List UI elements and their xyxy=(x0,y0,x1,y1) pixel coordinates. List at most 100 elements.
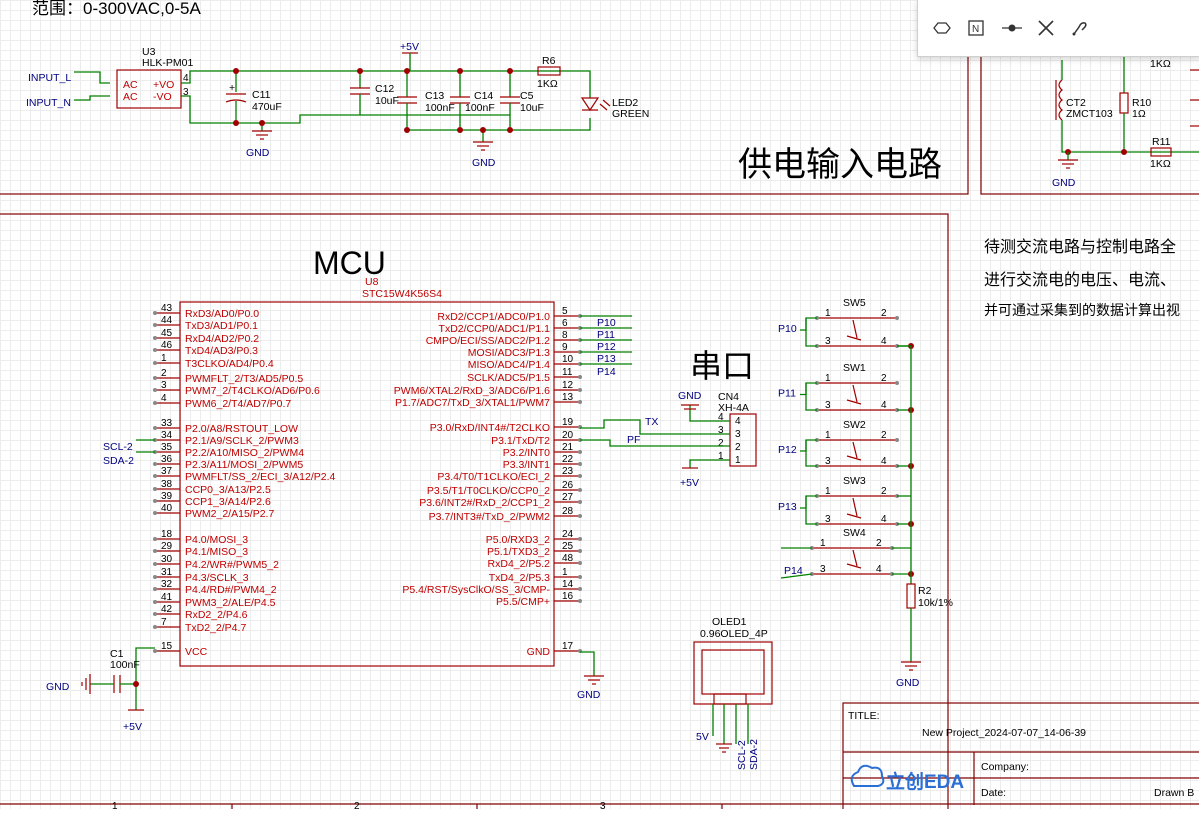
serial-connector-cn4[interactable]: CN4 XH-4A 4 3 2 1 4 3 2 1 GND +5V TX PF xyxy=(580,390,757,489)
pulldown-r2[interactable]: R2 10k/1% GND xyxy=(896,346,953,689)
gnd-label: GND xyxy=(577,689,601,701)
pin-number: 6 xyxy=(562,318,568,329)
pin-name: P3.2/INT0 xyxy=(503,447,550,459)
pin-number: 2 xyxy=(881,308,887,319)
title-block: TITLE: New Project_2024-07-07_14-06-39 C… xyxy=(848,710,1194,799)
pin-number: 12 xyxy=(562,380,574,391)
c11-value: 470uF xyxy=(252,101,282,113)
pin-name: T3CLKO/AD4/P0.4 xyxy=(185,358,274,370)
pin-name: P4.1/MISO_3 xyxy=(185,546,248,558)
wire-tool-icon[interactable] xyxy=(1068,16,1092,40)
svg-text:N: N xyxy=(972,24,979,35)
cn4-part: XH-4A xyxy=(718,402,749,414)
pin-name: P5.4/RST/SysClkO/SS_3/CMP- xyxy=(402,584,550,596)
pin-name: PWM3_2/ALE/P4.5 xyxy=(185,597,276,609)
c5-value: 10uF xyxy=(520,102,544,114)
cn4-pin-num: 3 xyxy=(718,425,724,436)
pin-name: PWM6/XTAL2/RxD_3/ADC6/P1.6 xyxy=(394,385,550,397)
wiring-toolbar: N xyxy=(917,0,1199,57)
pin-number: 2 xyxy=(881,430,887,441)
pin-number: 25 xyxy=(562,541,574,552)
pin-name: P3.4/T0/T1CLKO/ECI_2 xyxy=(437,471,550,483)
pin-number: 8 xyxy=(562,330,568,341)
led2-ref: LED2 xyxy=(612,97,638,109)
net-label: P11 xyxy=(597,329,615,341)
u3-symbol[interactable] xyxy=(116,69,182,109)
pin-number: 30 xyxy=(161,554,173,565)
power-section-title: 供电输入电路 xyxy=(738,146,942,184)
pin-name: TxD4_2/P5.3 xyxy=(489,572,550,584)
drawn-label: Drawn B xyxy=(1154,787,1194,799)
pin-name: RxD2/CCP1/ADC0/P1.0 xyxy=(437,311,550,323)
net-label: P14 xyxy=(597,366,616,378)
pin-number: 23 xyxy=(562,466,574,477)
u3-pin-vo-pos: +VO xyxy=(153,79,174,91)
cn4-ref: CN4 xyxy=(718,391,739,403)
ruler-label: 3 xyxy=(600,801,606,809)
net-sda: SDA-2 xyxy=(103,455,134,467)
serial-section-title: 串口 xyxy=(690,348,754,384)
gnd-label: GND xyxy=(678,390,702,402)
ruler-labels: 1 2 3 xyxy=(112,801,606,812)
c13-value: 100nF xyxy=(425,102,455,114)
ct2-ref: CT2 xyxy=(1066,97,1086,109)
oled-display[interactable]: OLED1 0.96OLED_4P 5V SCL-2 SDA-2 xyxy=(693,616,773,770)
cn4-pin: 1 xyxy=(735,455,741,466)
pin-number: 3 xyxy=(825,336,831,347)
pin-number: 4 xyxy=(881,456,887,467)
pin-number: 3 xyxy=(820,564,826,575)
pin-name: MISO/ADC4/P1.4 xyxy=(468,359,550,371)
pin-number: 45 xyxy=(161,328,173,339)
pin-name: CMPO/ECI/SS/ADC2/P1.2 xyxy=(426,335,550,347)
netlabel-icon[interactable]: N xyxy=(964,16,988,40)
pin-number: 1 xyxy=(161,353,167,364)
junction-icon[interactable] xyxy=(1000,16,1024,40)
r6-value: 1KΩ xyxy=(537,78,558,90)
pin-number: 1 xyxy=(825,486,831,497)
cn4-pin: 4 xyxy=(735,416,741,427)
pin-name: SCLK/ADC5/P1.5 xyxy=(467,372,550,384)
pin-name: RxD3/AD0/P0.0 xyxy=(185,308,259,320)
pin-number: 19 xyxy=(562,417,574,428)
pin-name: CCP0_3/A13/P2.5 xyxy=(185,484,271,496)
title-label: TITLE: xyxy=(848,710,880,722)
switch-ref: SW5 xyxy=(843,297,866,309)
power-input-circuit[interactable]: INPUT_L INPUT_N U3 HLK-PM01 AC AC +VO -V… xyxy=(26,41,649,169)
pin-number: 17 xyxy=(562,641,574,652)
pin-number: 2 xyxy=(881,486,887,497)
net-label: P13 xyxy=(778,501,797,513)
pin-number: 1 xyxy=(820,538,826,549)
pin-number: 26 xyxy=(562,480,574,491)
netport-icon[interactable] xyxy=(930,16,954,40)
pin-number: 31 xyxy=(161,567,173,578)
pin-number: 2 xyxy=(876,538,882,549)
no-connect-icon[interactable] xyxy=(1034,16,1058,40)
pin-number: 29 xyxy=(161,541,173,552)
pin-number: 48 xyxy=(562,553,574,564)
net-label: P11 xyxy=(778,388,796,400)
net-scl: SCL-2 xyxy=(736,740,748,770)
switch-ref: SW4 xyxy=(843,527,866,539)
pin-name: MOSI/ADC3/P1.3 xyxy=(468,347,550,359)
u8-symbol[interactable] xyxy=(179,301,555,667)
pin-name: P5.1/TXD3_2 xyxy=(487,546,550,558)
pin-number: 3 xyxy=(825,514,831,525)
pin-name: P3.7/INT3#/TxD_2/PWM2 xyxy=(429,511,551,523)
mcu-section-title: MCU xyxy=(313,245,386,281)
pin-number: 46 xyxy=(161,340,173,351)
pin-name: RxD4_2/P5.2 xyxy=(488,558,551,570)
pin-name: CCP1_3/A14/P2.6 xyxy=(185,496,271,508)
pin-number: 2 xyxy=(161,368,167,379)
ruler-label: 2 xyxy=(354,801,360,809)
current-sense-circuit[interactable]: CT2 ZMCT103 R10 1Ω R11 1KΩ 1KΩ GND xyxy=(1052,40,1199,189)
